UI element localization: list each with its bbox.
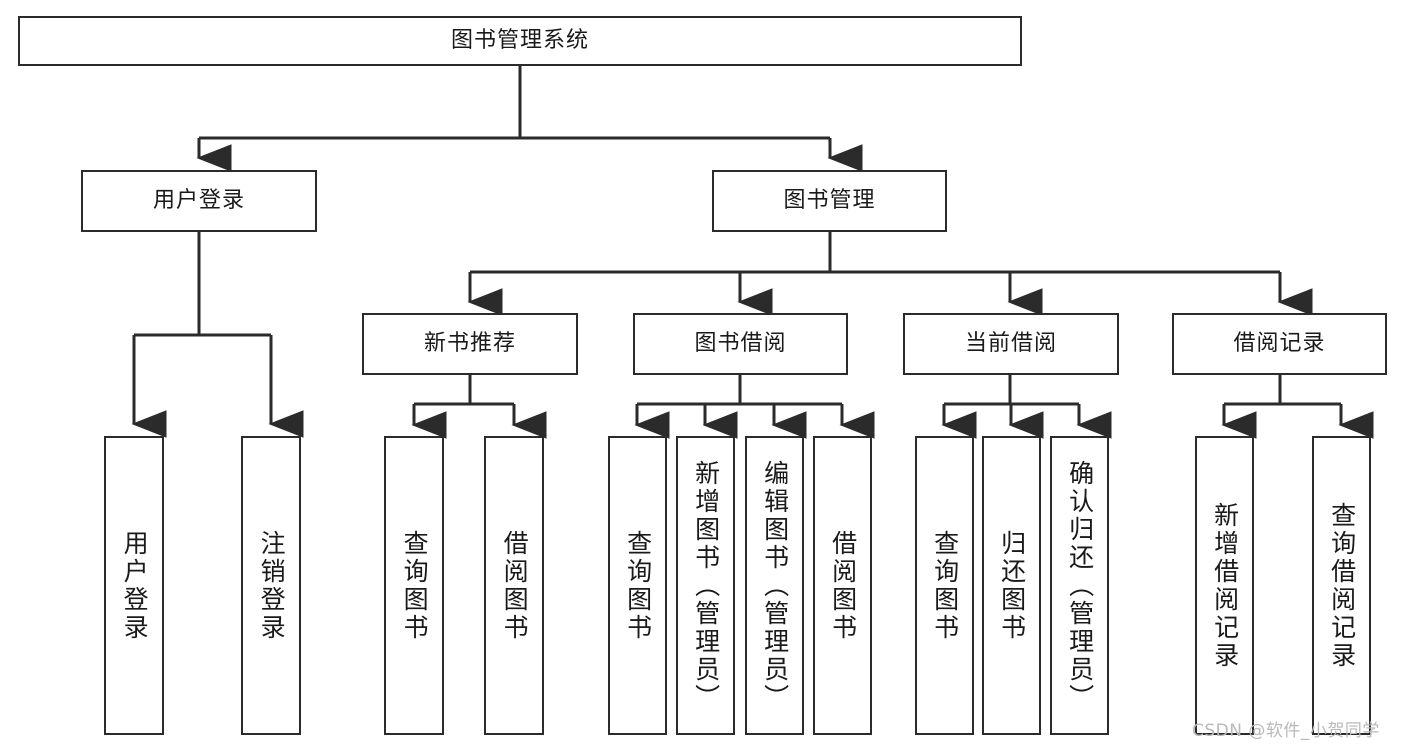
node-book-borrow[interactable]: 图书借阅: [633, 313, 848, 375]
node-leaf-logout[interactable]: 注销登录: [241, 436, 301, 735]
node-current-borrow[interactable]: 当前借阅: [903, 313, 1119, 375]
node-current-borrow-label: 当前借阅: [964, 330, 1057, 356]
node-root-label: 图书管理系统: [450, 27, 589, 53]
node-leaf-user-login[interactable]: 用户登录: [104, 436, 164, 735]
node-leaf-query-book-current[interactable]: 查询图书: [915, 436, 974, 735]
node-new-book-recommend[interactable]: 新书推荐: [362, 313, 578, 375]
node-leaf-add-book-admin-label: 新增图书（管理员）: [691, 459, 721, 712]
node-leaf-return-book-label: 归还图书: [997, 529, 1027, 642]
node-leaf-add-book-admin[interactable]: 新增图书（管理员）: [676, 436, 735, 735]
node-borrow-records-label: 借阅记录: [1233, 330, 1326, 356]
node-user-login-label: 用户登录: [152, 187, 245, 213]
node-leaf-return-book[interactable]: 归还图书: [982, 436, 1041, 735]
node-leaf-borrow-book-recommend[interactable]: 借阅图书: [484, 436, 544, 735]
node-leaf-confirm-return-admin-label: 确认归还（管理员）: [1065, 459, 1095, 712]
node-leaf-edit-book-admin[interactable]: 编辑图书（管理员）: [745, 436, 804, 735]
node-leaf-query-book-current-label: 查询图书: [930, 529, 960, 642]
node-leaf-query-book-borrow[interactable]: 查询图书: [608, 436, 667, 735]
node-leaf-query-book-recommend-label: 查询图书: [400, 529, 430, 642]
node-book-management-label: 图书管理: [783, 187, 876, 213]
node-leaf-add-borrow-record-label: 新增借阅记录: [1210, 501, 1240, 670]
node-leaf-borrow-book-recommend-label: 借阅图书: [500, 529, 530, 642]
node-leaf-borrow-book-label: 借阅图书: [828, 529, 858, 642]
node-leaf-query-borrow-record-label: 查询借阅记录: [1327, 501, 1357, 670]
node-root[interactable]: 图书管理系统: [18, 16, 1022, 66]
csdn-watermark: CSDN @软件_小贺同学: [1192, 721, 1380, 741]
node-borrow-records[interactable]: 借阅记录: [1172, 313, 1387, 375]
node-leaf-logout-label: 注销登录: [257, 529, 287, 642]
node-user-login[interactable]: 用户登录: [81, 170, 317, 232]
node-leaf-edit-book-admin-label: 编辑图书（管理员）: [760, 459, 790, 712]
node-leaf-query-book-borrow-label: 查询图书: [623, 529, 653, 642]
node-book-borrow-label: 图书借阅: [694, 330, 787, 356]
node-leaf-query-book-recommend[interactable]: 查询图书: [384, 436, 444, 735]
node-book-management[interactable]: 图书管理: [712, 170, 947, 232]
node-leaf-borrow-book[interactable]: 借阅图书: [813, 436, 872, 735]
node-new-book-recommend-label: 新书推荐: [423, 330, 516, 356]
node-leaf-confirm-return-admin[interactable]: 确认归还（管理员）: [1050, 436, 1109, 735]
node-leaf-query-borrow-record[interactable]: 查询借阅记录: [1312, 436, 1371, 735]
node-leaf-user-login-label: 用户登录: [120, 529, 150, 642]
node-leaf-add-borrow-record[interactable]: 新增借阅记录: [1195, 436, 1254, 735]
